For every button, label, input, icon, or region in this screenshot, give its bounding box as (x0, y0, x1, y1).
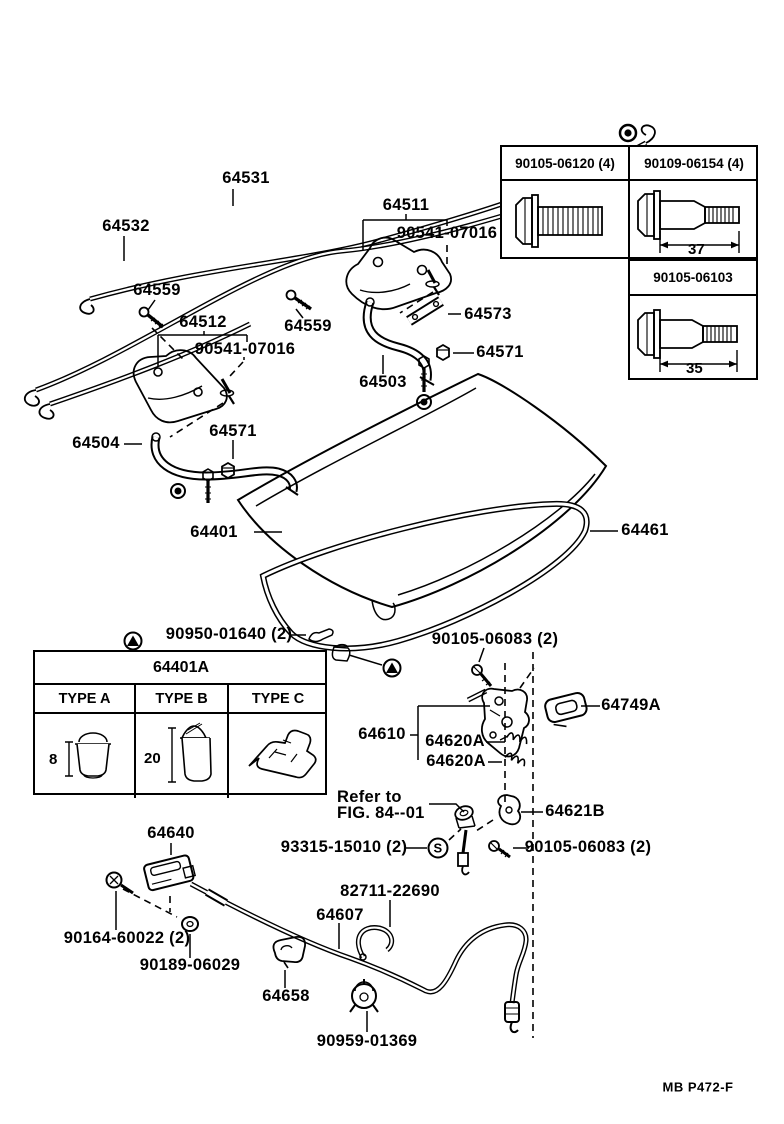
part-label-64621b: 64621B (545, 801, 605, 820)
spring-64620a-2 (504, 752, 526, 767)
dashed-lines (122, 245, 535, 1038)
bolt-length-dim: 37 (688, 241, 705, 258)
stud-90541-right (425, 269, 440, 296)
cushion-height-dim: 20 (144, 750, 161, 767)
bolt-icon: 37 (630, 181, 758, 264)
part-label-64504: 64504 (72, 433, 120, 452)
bolt-90105-lower (488, 840, 511, 859)
refer-note-line2: FIG. 84--01 (337, 803, 425, 822)
fastener-part-number: 90109-06154 (4) (630, 147, 758, 181)
part-label-64571-left: 64571 (209, 421, 257, 440)
cushion-type-b-icon: 20 (134, 714, 227, 798)
nut-64571-left (221, 461, 235, 480)
s-marker-letter: S (433, 840, 443, 856)
clip-64621b (497, 794, 522, 826)
cushion-height-dim: 8 (49, 751, 58, 768)
cushion-type-a-icon: 8 (35, 714, 134, 798)
part-label-64640: 64640 (147, 823, 195, 842)
part-label-90541-right: 90541-07016 (396, 223, 498, 242)
type-b-header: TYPE B (134, 685, 227, 714)
hinge-64512 (132, 349, 228, 424)
grommet-90959 (349, 979, 379, 1013)
clip-90950 (308, 628, 334, 643)
part-label-64607: 64607 (316, 905, 364, 924)
part-label-90950: 90950-01640 (2) (165, 624, 293, 643)
part-label-64658: 64658 (262, 986, 310, 1005)
part-label-90105-upper: 90105-06083 (2) (431, 629, 559, 648)
part-label-82711: 82711-22690 (340, 881, 440, 900)
cushion-type-c-icon (227, 714, 327, 798)
part-label-64401: 64401 (190, 522, 238, 541)
trunk-lid-64401 (236, 372, 608, 621)
bolt-length-dim: 35 (686, 360, 703, 377)
striker-64749a (544, 692, 588, 728)
key-cylinder (454, 805, 476, 876)
cushion-table-title: 64401A (35, 652, 327, 685)
fastener-table: 90105-06120 (4) 90109-06154 (4) (500, 145, 758, 264)
part-label-93315: 93315-15010 (2) (280, 837, 408, 856)
bolt-icon (502, 181, 630, 264)
triangle-marker-icon-1 (123, 631, 143, 651)
lever-64640 (143, 854, 197, 892)
cushion-type-table: 64401A TYPE A TYPE B TYPE C 8 20 (33, 650, 327, 798)
part-label-90189: 90189-06029 (139, 955, 241, 974)
part-label-64559-right: 64559 (284, 316, 332, 335)
part-label-64531: 64531 (222, 168, 270, 187)
lock-64610 (466, 687, 530, 758)
refer-note-line1: Refer to (337, 787, 402, 806)
screw-90164 (105, 871, 134, 895)
part-label-64573: 64573 (464, 304, 512, 323)
hinge-64511 (345, 236, 452, 311)
screw-64559-right (285, 289, 312, 311)
hinge-arm-64503 (362, 297, 435, 386)
part-label-64559-left: 64559 (133, 280, 181, 299)
hook-clip-82711 (355, 925, 395, 961)
bolt-90105-upper (471, 664, 493, 687)
part-label-64461: 64461 (621, 520, 669, 539)
part-label-64749a: 64749A (601, 695, 661, 714)
hinge-arm-64504 (150, 432, 299, 496)
part-label-64532: 64532 (102, 216, 150, 235)
fastener-part-number: 90105-06103 (630, 261, 756, 296)
grommet-90189 (181, 916, 199, 932)
triangle-marker-icon-2 (382, 658, 402, 678)
part-label-64620a-2: 64620A (426, 751, 486, 770)
part-label-90105-lower: 90105-06083 (2) (524, 837, 652, 856)
leader-lines (115, 189, 618, 1032)
s-marker-circle (427, 837, 449, 859)
part-label-64503: 64503 (359, 372, 407, 391)
part-label-90541-left: 90541-07016 (194, 339, 296, 358)
nut-64571-right (436, 343, 450, 362)
screw-64559-left (138, 306, 165, 329)
fastener-table-2: 90105-06103 35 (628, 259, 758, 380)
part-label-64610: 64610 (358, 724, 406, 743)
fastener-part-number: 90105-06120 (4) (502, 147, 630, 181)
spring-64620a-1 (505, 732, 528, 745)
type-a-header: TYPE A (35, 685, 134, 714)
part-label-90959: 90959-01369 (316, 1031, 418, 1050)
bolt-with-washer-left (170, 468, 214, 503)
weatherstrip-64461 (259, 500, 590, 652)
clamp-64658 (272, 936, 306, 969)
bolt-with-washer-right (416, 355, 432, 410)
part-label-64571-right: 64571 (476, 342, 524, 361)
bolt-icon: 35 (630, 296, 756, 385)
bracket-64573 (406, 296, 444, 326)
part-label-64511: 64511 (382, 195, 430, 214)
part-label-64620a-1: 64620A (425, 731, 485, 750)
figure-code: MB P472-F (662, 1079, 734, 1095)
bullseye-icon (618, 123, 638, 143)
part-label-64512: 64512 (179, 312, 227, 331)
cable-64607 (189, 881, 529, 1034)
part-label-90164: 90164-60022 (2) (63, 928, 191, 947)
stud-90541-left (219, 378, 235, 405)
cushion-clip (331, 643, 351, 662)
type-c-header: TYPE C (227, 685, 327, 714)
